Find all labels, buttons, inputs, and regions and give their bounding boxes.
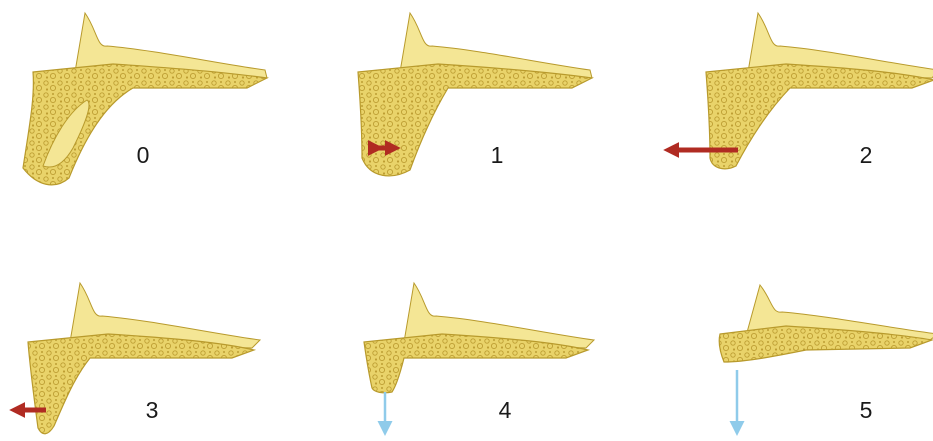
panel-4 (364, 283, 594, 393)
stage-label: 5 (860, 397, 873, 423)
bone-section (28, 334, 254, 434)
stage-label: 0 (137, 142, 150, 168)
bone-section (358, 64, 592, 176)
stage-label: 2 (860, 142, 873, 168)
panel-2 (706, 13, 933, 169)
stage-label: 1 (491, 142, 504, 168)
panel-5 (719, 285, 933, 362)
bone-section (706, 64, 933, 169)
panel-3 (28, 283, 260, 434)
stage-label: 4 (499, 397, 512, 423)
panel-1 (358, 13, 592, 176)
stage-label: 3 (146, 397, 159, 423)
